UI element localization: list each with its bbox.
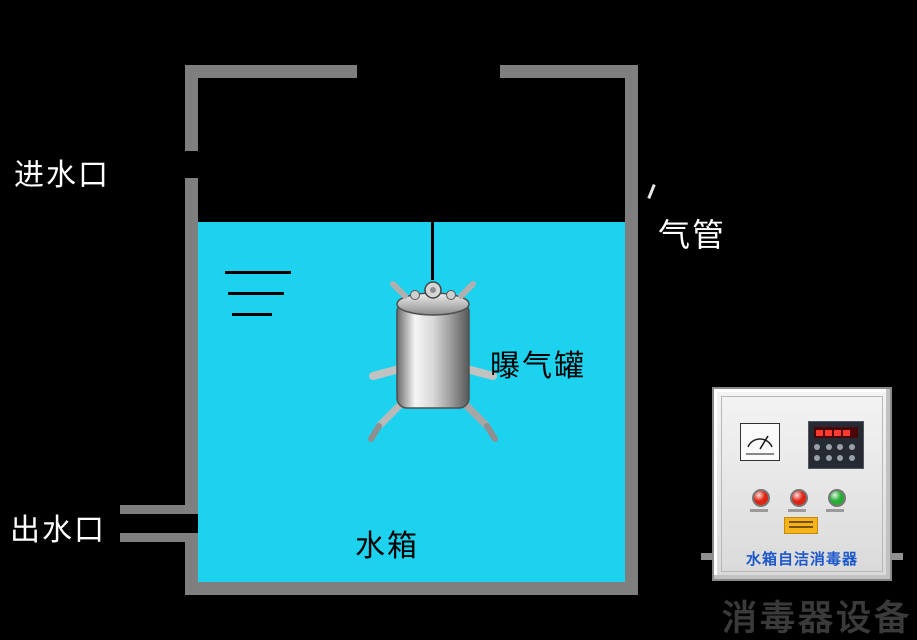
aeration-vessel-graphic [357, 268, 509, 457]
voltmeter-dial [740, 423, 780, 461]
water-tank-label: 水箱 [355, 529, 419, 564]
suspension-cable [431, 78, 434, 280]
vent-label: 气管 [658, 216, 727, 254]
lamp-tag [750, 509, 768, 512]
warning-sticker [784, 517, 818, 534]
ripple-line [225, 271, 291, 274]
outlet-pipe-bottom [120, 533, 198, 542]
ripple-line [228, 292, 284, 295]
mounting-tab-right [890, 553, 903, 560]
tank-wall-top-left [185, 65, 357, 78]
indicator-lamp-red-1 [752, 489, 770, 507]
tank-wall-right [625, 65, 638, 595]
ripple-line [232, 313, 272, 316]
inlet-label: 进水口 [14, 158, 110, 193]
outlet-label: 出水口 [10, 513, 106, 548]
vent-pipe-mark [647, 183, 656, 200]
controller-led-display [814, 427, 858, 438]
tank-wall-left-upper [185, 65, 198, 151]
tank-wall-left-lower [185, 541, 198, 595]
lamp-tag [826, 509, 844, 512]
tank-wall-bottom [185, 582, 638, 595]
cabinet-door-panel [721, 396, 883, 572]
cabinet-title: 水箱自洁消毒器 [745, 550, 858, 568]
controller-keypad [814, 444, 858, 464]
tank-wall-top-right [500, 65, 638, 78]
footer-caption: 消毒器设备 [722, 598, 913, 639]
aeration-tank-label: 曝气罐 [490, 349, 586, 384]
indicator-lamp-red-2 [790, 489, 808, 507]
indicator-lamp-green [828, 489, 846, 507]
control-cabinet: 水箱自洁消毒器 [701, 387, 903, 581]
mounting-tab-left [701, 553, 714, 560]
outlet-pipe-top [120, 505, 198, 514]
controller-unit [808, 421, 864, 469]
voltmeter-gauge [740, 423, 780, 461]
lamp-tag [788, 509, 806, 512]
tank-wall-left-middle [185, 178, 198, 507]
aeration-vessel-svg [368, 281, 498, 442]
